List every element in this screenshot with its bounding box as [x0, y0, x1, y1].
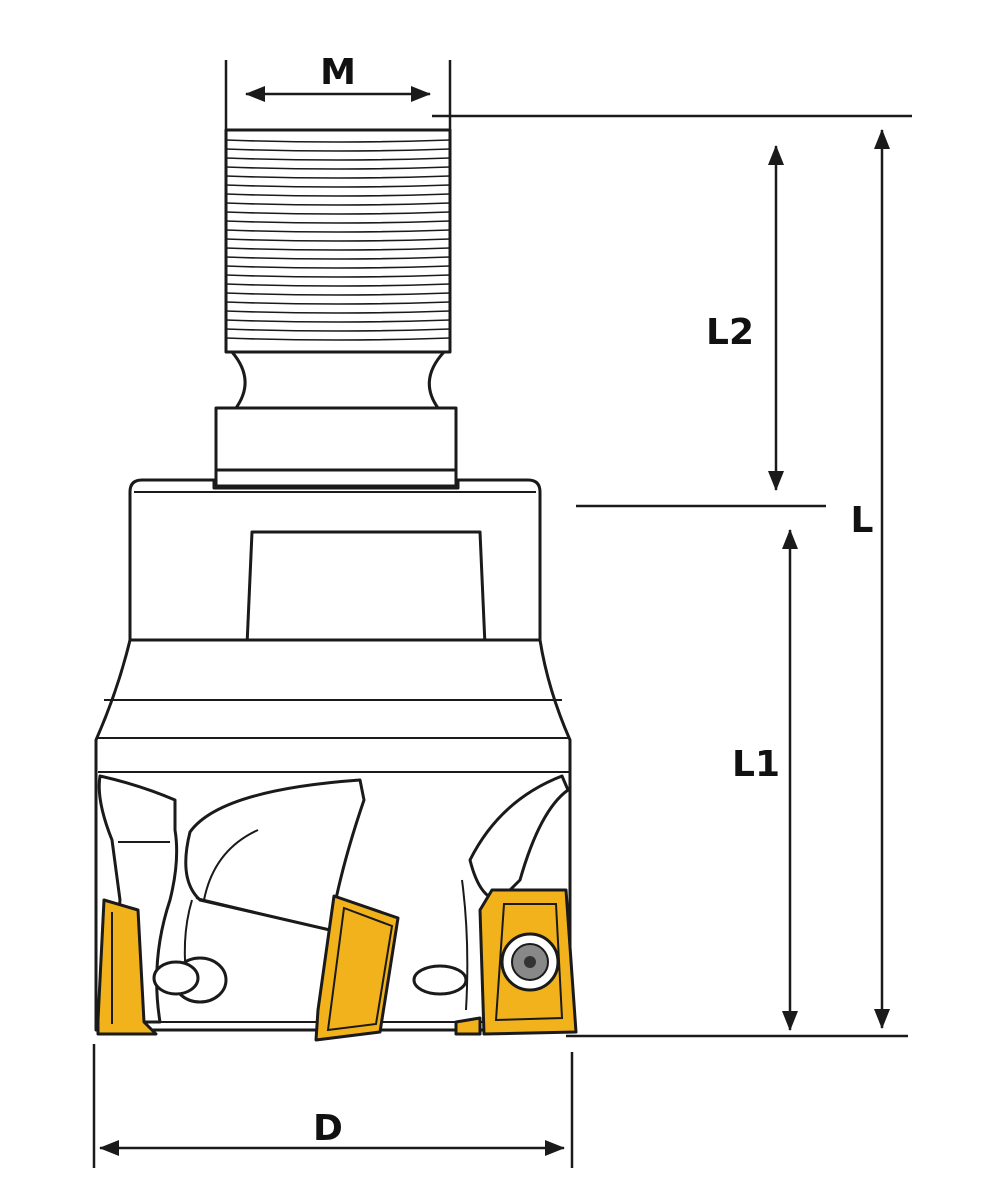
thread-line	[225, 319, 451, 323]
thread-line	[225, 301, 451, 305]
thread-line	[225, 265, 451, 269]
dimension-label-l1: L1	[732, 744, 780, 785]
dimension-label-l2: L2	[706, 312, 754, 353]
thread-line	[225, 166, 451, 170]
dimension-l: L	[851, 129, 890, 1029]
dimension-d: D	[92, 1044, 574, 1168]
threaded-shank	[224, 128, 452, 410]
thread-line	[225, 283, 451, 287]
thread-line	[225, 202, 451, 206]
thread-line	[225, 310, 451, 314]
cutting-inserts	[96, 888, 578, 1042]
thread-line	[225, 175, 451, 179]
dimension-l2: L2	[432, 114, 912, 508]
thread-line	[225, 328, 451, 332]
thread-line	[225, 229, 451, 233]
thread-line	[225, 184, 451, 188]
thread-line	[225, 247, 451, 251]
thread-line	[225, 238, 451, 242]
dimension-m: M	[224, 52, 452, 130]
thread-line	[225, 256, 451, 260]
dimension-label-d: D	[313, 1108, 343, 1149]
cutter-body	[94, 478, 572, 1032]
thread-line	[225, 274, 451, 278]
thread-lines	[225, 139, 451, 341]
dimension-l1: L1	[566, 529, 908, 1038]
thread-line	[225, 193, 451, 197]
insert-middle	[314, 894, 400, 1042]
thread-line	[225, 292, 451, 296]
thread-line	[225, 157, 451, 161]
shank-collar	[214, 406, 458, 488]
thread-line	[225, 337, 451, 341]
dimension-label-l: L	[851, 500, 874, 541]
thread-line	[225, 220, 451, 224]
thread-line	[225, 148, 451, 152]
dimension-label-m: M	[320, 52, 356, 93]
thread-line	[225, 139, 451, 143]
thread-line	[225, 211, 451, 215]
